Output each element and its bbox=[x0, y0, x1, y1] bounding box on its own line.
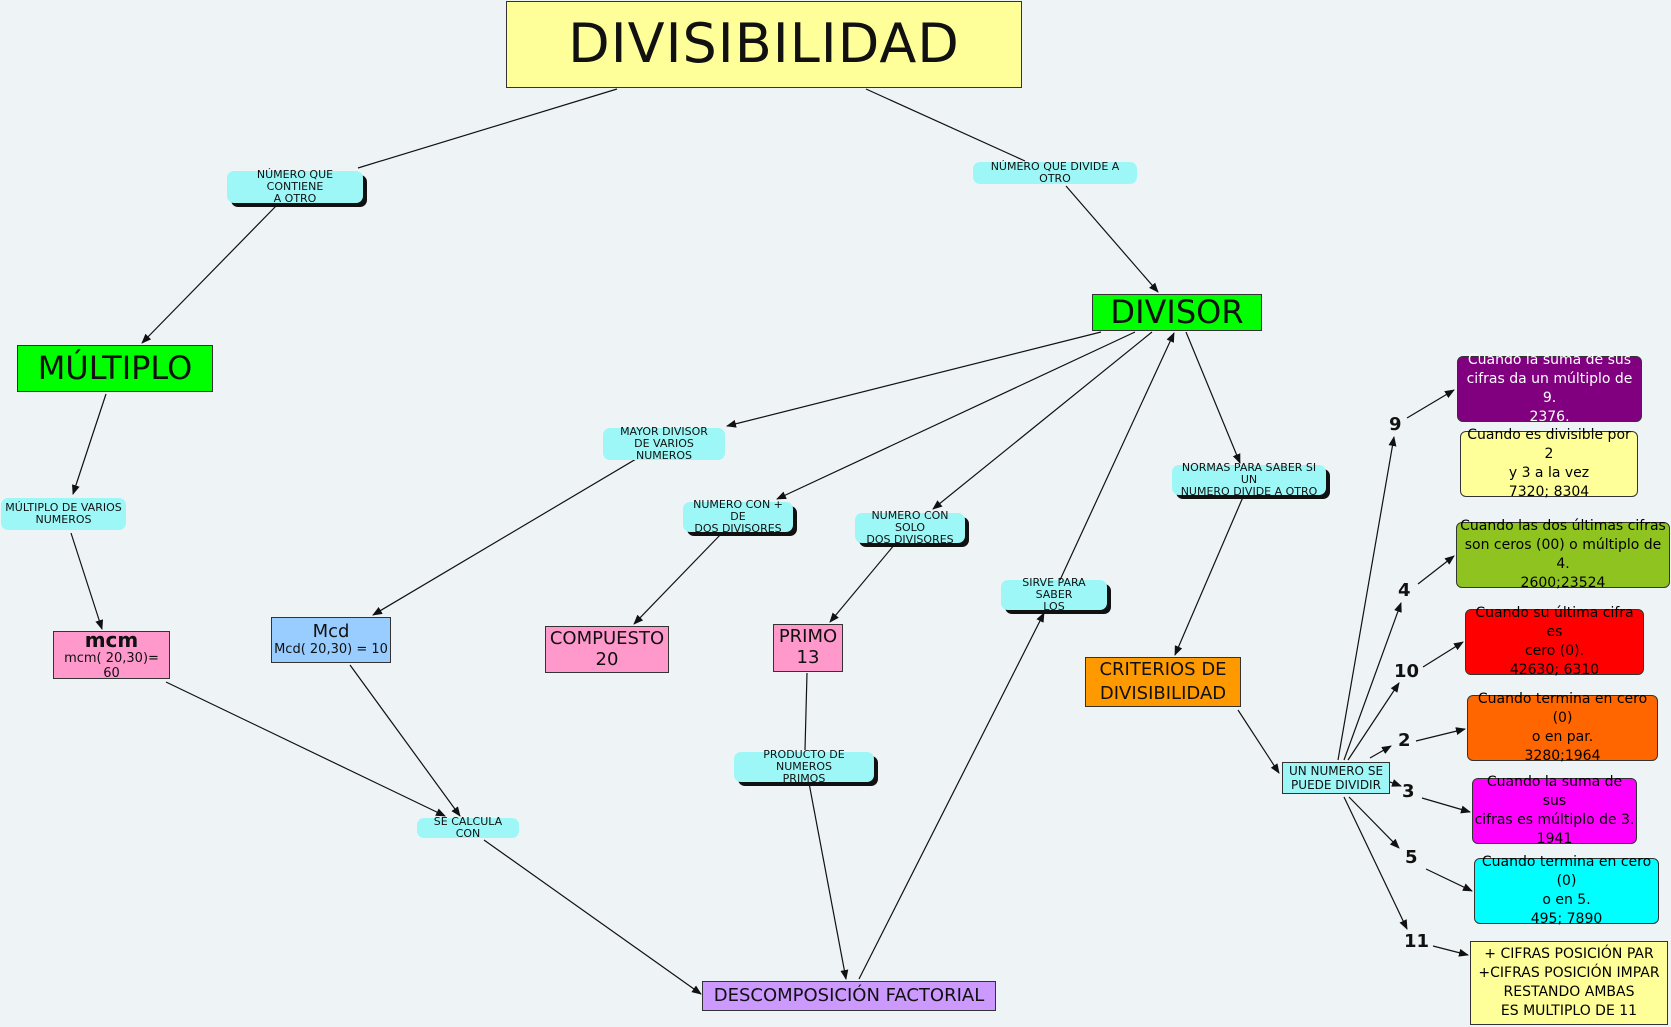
edge-10-box bbox=[1422, 641, 1464, 668]
edge-2-box bbox=[1415, 727, 1466, 742]
page-title: DIVISIBILIDAD bbox=[568, 12, 960, 76]
criterion-number-4: 4 bbox=[1398, 580, 1411, 601]
edge-calcula-descomp bbox=[483, 839, 702, 995]
edge-un-3 bbox=[1389, 779, 1402, 787]
criterion-box-6: Cuando es divisible por 2 y 3 a la vez 7… bbox=[1460, 427, 1638, 500]
criterion-number-9: 9 bbox=[1389, 414, 1402, 435]
edge-divisor-solodos bbox=[932, 331, 1153, 510]
concept-divisor: DIVISOR bbox=[1092, 294, 1262, 331]
edge-sirve-divisor bbox=[1059, 332, 1175, 581]
edge-un-5 bbox=[1348, 796, 1400, 849]
edge-masdos-compuesto bbox=[633, 532, 723, 625]
concept-primo: PRIMO 13 bbox=[773, 624, 843, 672]
criterion-box-11: + CIFRAS POSICIÓN PAR +CIFRAS POSICIÓN I… bbox=[1470, 941, 1668, 1025]
link-numero-divide: NÚMERO QUE DIVIDE A OTRO bbox=[973, 161, 1137, 185]
criterion-box-3: Cuando la suma de sus cifras es múltiplo… bbox=[1472, 774, 1637, 847]
edge-un-2 bbox=[1369, 745, 1392, 759]
concept-mcm: mcm mcm( 20,30)= 60 bbox=[53, 628, 170, 680]
criterion-box-2: Cuando termina en cero (0) o en par. 328… bbox=[1467, 691, 1658, 764]
edge-title-divide bbox=[865, 88, 1026, 162]
edge-un-11 bbox=[1343, 796, 1408, 930]
edge-9-box bbox=[1406, 389, 1455, 419]
edge-3-box bbox=[1421, 797, 1471, 814]
concept-criterios: CRITERIOS DE DIVISIBILIDAD bbox=[1085, 657, 1241, 707]
criterion-number-2: 2 bbox=[1398, 730, 1411, 751]
edge-divisor-mayor bbox=[726, 331, 1102, 428]
edge-normas-criterios bbox=[1174, 496, 1244, 656]
edge-solodos-primo bbox=[829, 543, 896, 623]
edge-un-4 bbox=[1343, 602, 1402, 761]
edge-5-box bbox=[1425, 868, 1473, 892]
edge-multiplo-varios bbox=[72, 393, 107, 495]
criterion-box-9: Cuando la suma de sus cifras da un múlti… bbox=[1457, 352, 1642, 425]
edge-mcd-calcula bbox=[349, 664, 461, 817]
edge-contiene-multiplo bbox=[141, 203, 279, 344]
edge-4-box bbox=[1417, 555, 1455, 585]
criterion-number-5: 5 bbox=[1405, 847, 1418, 868]
edge-divisor-normas bbox=[1185, 331, 1241, 464]
edge-title-contiene bbox=[357, 88, 618, 169]
edge-primo-producto bbox=[804, 672, 808, 751]
edge-criterios-unnumero bbox=[1237, 709, 1280, 774]
edge-varios-mcm bbox=[70, 532, 104, 630]
edge-mcm-calcula bbox=[165, 681, 446, 817]
criterion-box-10: Cuando su última cifra es cero (0). 4263… bbox=[1465, 605, 1644, 678]
edge-divide-divisor bbox=[1065, 185, 1159, 293]
edge-mayor-mcd bbox=[372, 458, 637, 616]
concept-un-numero: UN NUMERO SE PUEDE DIVIDIR bbox=[1282, 762, 1390, 794]
concept-compuesto: COMPUESTO 20 bbox=[545, 626, 669, 673]
edge-divisor-masdos bbox=[776, 331, 1136, 500]
criterion-number-11: 11 bbox=[1404, 931, 1430, 952]
edge-un-9 bbox=[1337, 436, 1397, 761]
criterion-box-4: Cuando las dos últimas cifras son ceros … bbox=[1456, 518, 1670, 591]
edge-11-box bbox=[1432, 945, 1469, 957]
edge-producto-descomp bbox=[808, 782, 849, 980]
concept-mcd: Mcd Mcd( 20,30) = 10 bbox=[271, 617, 391, 663]
concept-multiplo: MÚLTIPLO bbox=[17, 345, 213, 392]
criterion-number-3: 3 bbox=[1402, 781, 1415, 802]
criterion-number-10: 10 bbox=[1394, 661, 1420, 682]
link-se-calcula-con: SE CALCULA CON bbox=[417, 816, 519, 840]
criterion-box-5: Cuando termina en cero (0) o en 5. 495; … bbox=[1474, 854, 1659, 927]
concept-descomposicion: DESCOMPOSICIÓN FACTORIAL bbox=[702, 981, 996, 1011]
edge-descomp-sirve bbox=[858, 612, 1045, 980]
title-box: DIVISIBILIDAD bbox=[506, 1, 1022, 88]
edge-un-10 bbox=[1347, 682, 1400, 761]
